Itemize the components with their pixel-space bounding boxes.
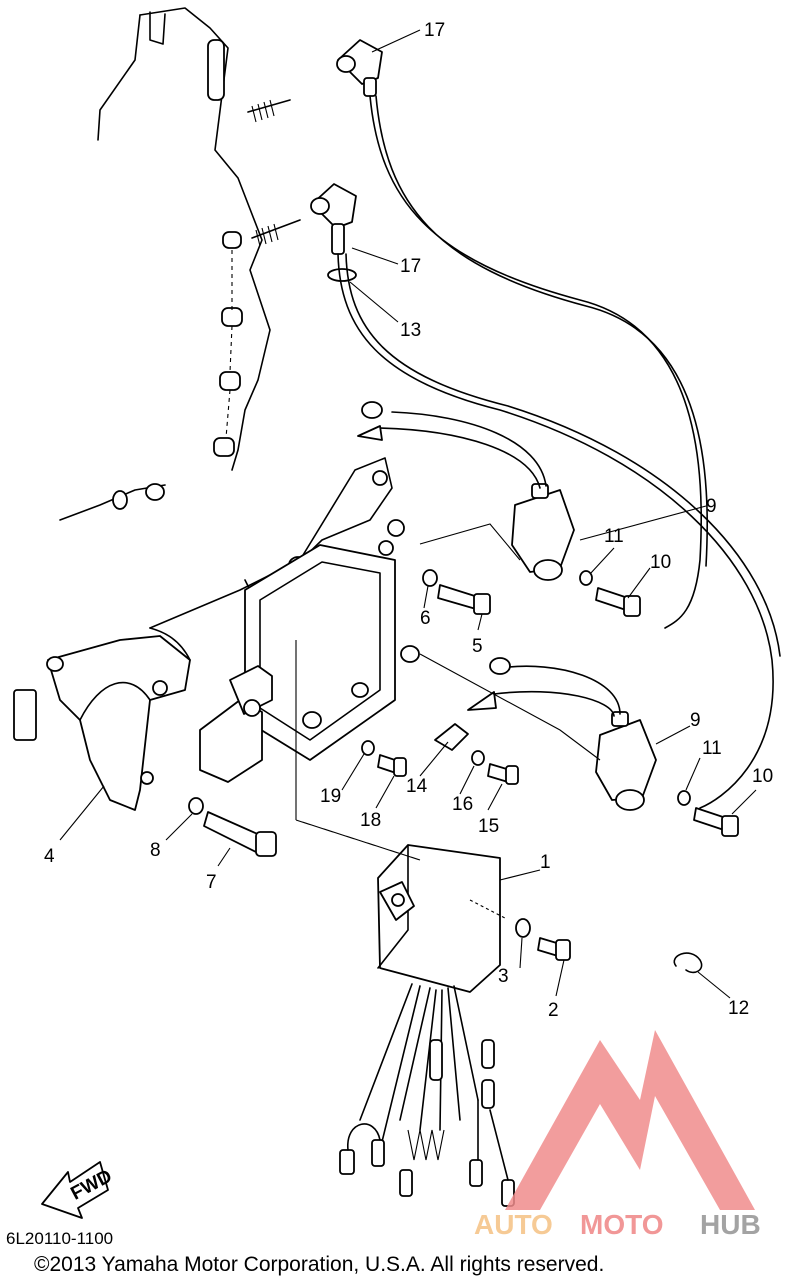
callout-7: 7 [206, 872, 217, 893]
callout-9-upper: 9 [706, 496, 717, 517]
callout-labels: 17 17 13 9 11 10 6 5 9 11 10 14 16 15 19… [44, 20, 773, 1021]
plug-cap-lower [310, 183, 357, 282]
grommet-column [213, 231, 243, 457]
callout-1: 1 [540, 852, 551, 873]
bolt-10-upper [579, 570, 641, 617]
callout-11-lower: 11 [702, 738, 722, 759]
callout-5: 5 [472, 636, 483, 657]
bolt-15-16 [471, 750, 519, 785]
callout-14: 14 [406, 776, 428, 797]
callout-15: 15 [478, 816, 499, 837]
clip-12 [673, 952, 703, 974]
bolt-2-3 [515, 918, 571, 961]
spark-plug-upper [247, 99, 291, 123]
cdi-wiring-harness [339, 983, 515, 1207]
callout-4: 4 [44, 846, 55, 867]
bolt-10-lower [677, 790, 739, 837]
callout-11-upper: 11 [604, 526, 624, 547]
part-code: 6L20110-1100 [6, 1229, 114, 1248]
ignition-coil-lower [467, 657, 657, 811]
fwd-direction-arrow: FWD [41, 1161, 116, 1219]
bolt-5 [422, 569, 491, 615]
callout-19: 19 [320, 786, 341, 807]
engine-block-outline [59, 7, 271, 521]
callout-13: 13 [400, 320, 421, 341]
callout-10-lower: 10 [752, 766, 773, 787]
rectifier-cover [244, 519, 420, 761]
spark-plug-lower [251, 219, 301, 247]
callout-17-mid: 17 [400, 256, 421, 277]
bolt-7-8 [188, 797, 277, 857]
callout-10-upper: 10 [650, 552, 671, 573]
callout-2: 2 [548, 1000, 559, 1021]
callout-9-lower: 9 [690, 710, 701, 731]
high-tension-leads [337, 95, 781, 809]
leader-lines [59, 29, 757, 999]
cdi-unit-1 [377, 844, 506, 993]
plug-cap-upper [336, 39, 383, 97]
bolt-18-19 [361, 740, 407, 777]
callout-17-top: 17 [424, 20, 445, 41]
bracket-housing-4 [13, 627, 191, 811]
callout-8: 8 [150, 840, 161, 861]
ignition-coil-upper [357, 401, 575, 581]
callout-16: 16 [452, 794, 473, 815]
callout-12: 12 [728, 998, 749, 1019]
callout-6: 6 [420, 608, 431, 629]
grommet-14 [434, 723, 469, 751]
callout-18: 18 [360, 810, 381, 831]
clamp-piece [199, 665, 273, 783]
copyright-notice: ©2013 Yamaha Motor Corporation, U.S.A. A… [34, 1253, 605, 1276]
callout-3: 3 [498, 966, 509, 987]
